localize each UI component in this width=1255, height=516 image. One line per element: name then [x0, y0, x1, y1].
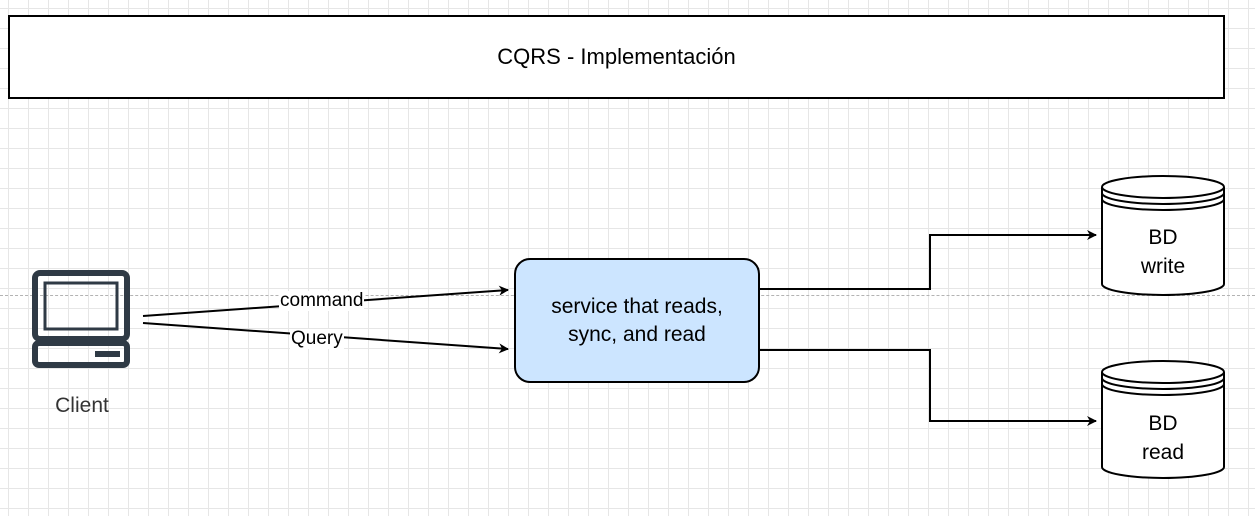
command-edge-label: command — [279, 290, 365, 311]
write-edge[interactable] — [757, 230, 1097, 290]
client-label: Client — [55, 394, 109, 417]
service-label-line-2: sync, and read — [568, 322, 706, 346]
title-box[interactable]: CQRS - Implementación — [8, 15, 1225, 99]
database-write-label: BD write — [1102, 223, 1224, 281]
service-box[interactable]: service that reads, sync, and read — [514, 258, 760, 383]
desktop-computer-icon[interactable] — [32, 270, 130, 368]
database-cylinder-icon[interactable] — [1101, 360, 1225, 479]
read-edge[interactable] — [757, 349, 1097, 426]
database-read-label: BD read — [1102, 409, 1224, 467]
database-read-label-line-2: read — [1141, 441, 1185, 464]
database-cylinder-icon[interactable] — [1101, 175, 1225, 296]
database-read-label-line-1: BD — [1148, 412, 1178, 435]
diagram-title: CQRS - Implementación — [497, 44, 736, 69]
service-label: service that reads, sync, and read — [551, 293, 723, 349]
database-write-label-line-1: BD — [1148, 226, 1178, 249]
query-edge-label: Query — [290, 328, 344, 349]
service-label-line-1: service that reads, — [551, 294, 723, 318]
database-write-label-line-2: write — [1140, 255, 1186, 278]
